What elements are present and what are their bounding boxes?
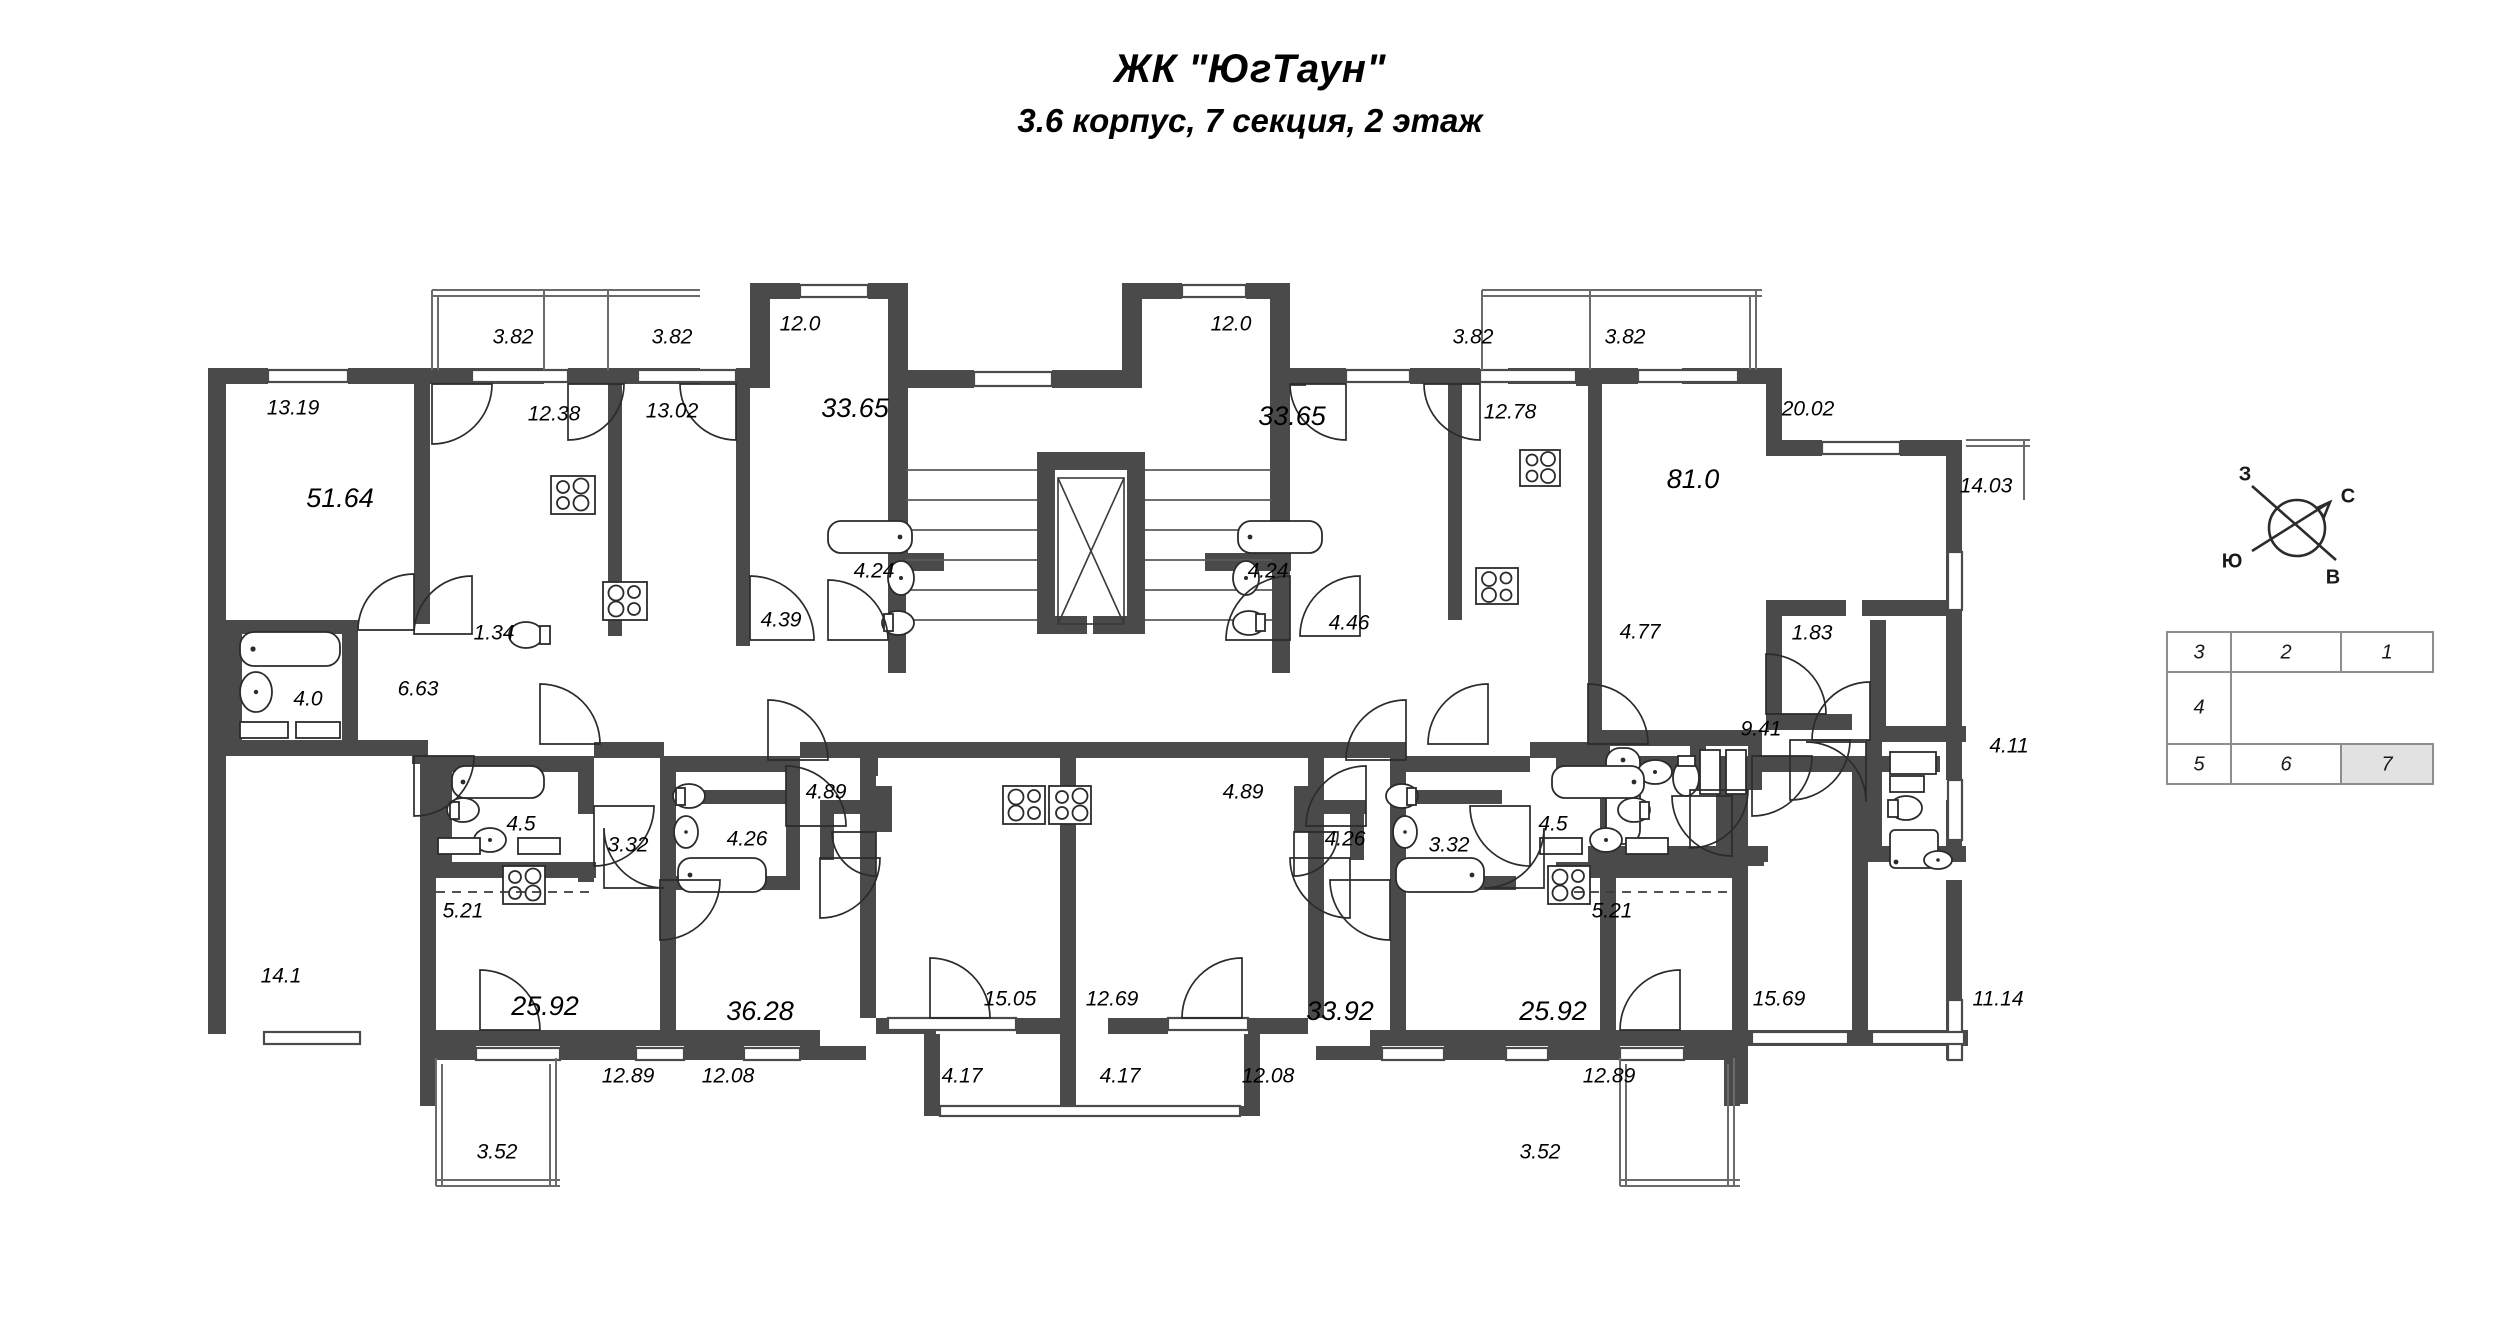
window-openings <box>262 283 1966 1118</box>
compass-label-north: С <box>2341 485 2355 507</box>
room-area-label: 15.05 <box>984 988 1037 1011</box>
room-area-label: 3.32 <box>1429 834 1470 857</box>
room-area-label: 4.89 <box>1223 781 1264 804</box>
room-area-label: 11.14 <box>1973 988 2024 1011</box>
room-area-label: 13.19 <box>267 397 320 420</box>
stove-icon <box>602 581 648 621</box>
room-area-label: 25.92 <box>510 991 579 1021</box>
compass-rose: З С Ю В <box>2222 463 2356 588</box>
room-area-label: 3.82 <box>1605 326 1646 349</box>
room-area-label: 33.65 <box>1258 401 1327 431</box>
stove-icon <box>1048 785 1092 825</box>
room-area-label: 4.5 <box>506 813 536 836</box>
room-area-label: 25.92 <box>1518 996 1587 1026</box>
room-area-label: 9.41 <box>1741 718 1782 741</box>
room-area-label: 3.82 <box>1453 326 1494 349</box>
key-cell-1: 1 <box>2381 641 2392 663</box>
room-area-label: 12.08 <box>1242 1065 1295 1088</box>
room-area-label: 4.39 <box>761 609 802 632</box>
room-area-label: 4.24 <box>854 560 895 583</box>
key-cell-2: 2 <box>2279 641 2291 663</box>
room-area-label: 5.21 <box>443 900 484 923</box>
room-area-label: 4.5 <box>1538 813 1568 836</box>
room-area-label: 6.63 <box>398 678 439 701</box>
door-swings <box>357 383 1871 1031</box>
room-area-label: 1.34 <box>474 622 515 645</box>
stove-icon <box>1475 567 1519 605</box>
room-area-label: 51.64 <box>306 483 374 513</box>
room-area-label: 12.0 <box>780 313 821 336</box>
compass-label-south: Ю <box>2222 550 2243 572</box>
stove-icon <box>1519 449 1561 487</box>
fixtures <box>239 449 1953 905</box>
room-area-label: 3.32 <box>608 834 649 857</box>
key-cell-6: 6 <box>2280 753 2292 775</box>
stove-icon <box>502 865 546 905</box>
room-area-label: 20.02 <box>1781 398 1835 421</box>
room-area-label: 81.0 <box>1667 464 1720 494</box>
room-area-label: 33.65 <box>821 393 890 423</box>
compass-label-east: В <box>2326 566 2340 588</box>
stove-icon <box>1547 865 1591 905</box>
room-area-label: 4.24 <box>1248 560 1289 583</box>
room-area-label: 12.0 <box>1211 313 1252 336</box>
area-labels: 3.82 3.82 12.0 12.0 3.82 3.82 13.19 12.38 13.02 3… <box>261 313 2029 1164</box>
room-area-label: 3.52 <box>1520 1141 1561 1164</box>
room-area-label: 12.89 <box>1583 1065 1636 1088</box>
room-area-label: 4.17 <box>1100 1065 1142 1088</box>
balcony-outlines <box>431 289 2030 1187</box>
room-area-label: 4.17 <box>942 1065 984 1088</box>
room-area-label: 4.26 <box>727 828 768 851</box>
room-area-label: 4.46 <box>1329 612 1370 635</box>
key-cell-5: 5 <box>2193 753 2205 775</box>
room-area-label: 5.21 <box>1592 900 1633 923</box>
room-area-label: 36.28 <box>726 996 794 1026</box>
room-area-label: 12.89 <box>602 1065 655 1088</box>
room-area-label: 4.77 <box>1620 621 1662 644</box>
key-cell-4: 4 <box>2193 696 2204 718</box>
room-area-label: 4.11 <box>1989 735 2028 758</box>
room-area-label: 1.83 <box>1792 622 1833 645</box>
room-area-label: 4.26 <box>1325 828 1366 851</box>
section-key-diagram[interactable]: 3 2 1 4 5 6 7 <box>2166 631 2434 785</box>
stove-icon <box>550 475 596 515</box>
compass-label-west: З <box>2239 463 2252 485</box>
room-area-label: 13.02 <box>646 400 699 423</box>
room-area-label: 3.52 <box>477 1141 518 1164</box>
room-area-label: 15.69 <box>1753 988 1806 1011</box>
room-area-label: 12.69 <box>1086 988 1139 1011</box>
staircase <box>906 469 1272 625</box>
room-area-label: 4.0 <box>293 688 323 711</box>
room-area-label: 14.03 <box>1960 475 2013 498</box>
room-area-label: 12.08 <box>702 1065 755 1088</box>
room-area-label: 3.82 <box>493 326 534 349</box>
key-cell-3: 3 <box>2193 641 2204 663</box>
room-area-label: 14.1 <box>261 965 302 988</box>
room-area-label: 12.78 <box>1484 401 1537 424</box>
key-cell-7: 7 <box>2381 753 2393 775</box>
room-area-label: 33.92 <box>1306 996 1374 1026</box>
stove-icon <box>1002 785 1046 825</box>
room-area-label: 3.82 <box>652 326 693 349</box>
room-area-label: 12.38 <box>528 403 581 426</box>
room-area-label: 4.89 <box>806 781 847 804</box>
